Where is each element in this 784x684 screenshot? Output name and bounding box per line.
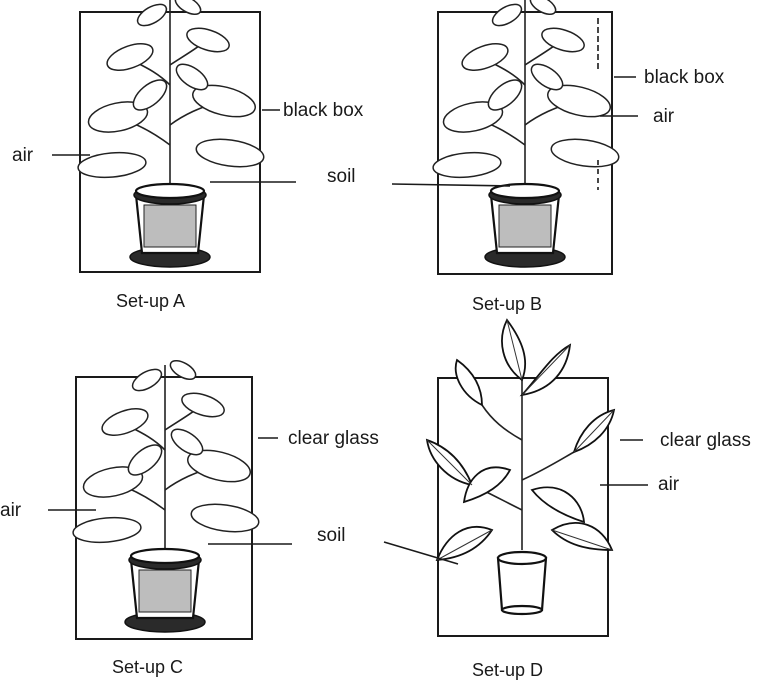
setup-d: clear glass air Set-up D [384,320,751,680]
setup-c-soil-label: soil [317,525,346,546]
setup-a-soil-label: soil [327,166,356,187]
setup-b-box-label: black box [644,67,725,88]
setup-b: black box air Set-up B [392,0,725,314]
setup-d-air-label: air [658,474,680,495]
setup-a: air black box soil Set-up A [12,0,364,311]
setup-a-box-label: black box [283,100,364,121]
setup-c-box-label: clear glass [288,428,379,449]
setup-c-air-label: air [0,500,22,521]
setup-d-box-label: clear glass [660,430,751,451]
setup-b-air-label: air [653,106,675,127]
setup-c: air clear glass soil Set-up C [0,357,379,677]
setup-a-caption: Set-up A [116,291,185,311]
setup-b-caption: Set-up B [472,294,542,314]
setup-a-air-label: air [12,145,34,166]
setup-d-caption: Set-up D [472,660,543,680]
setup-c-caption: Set-up C [112,657,183,677]
